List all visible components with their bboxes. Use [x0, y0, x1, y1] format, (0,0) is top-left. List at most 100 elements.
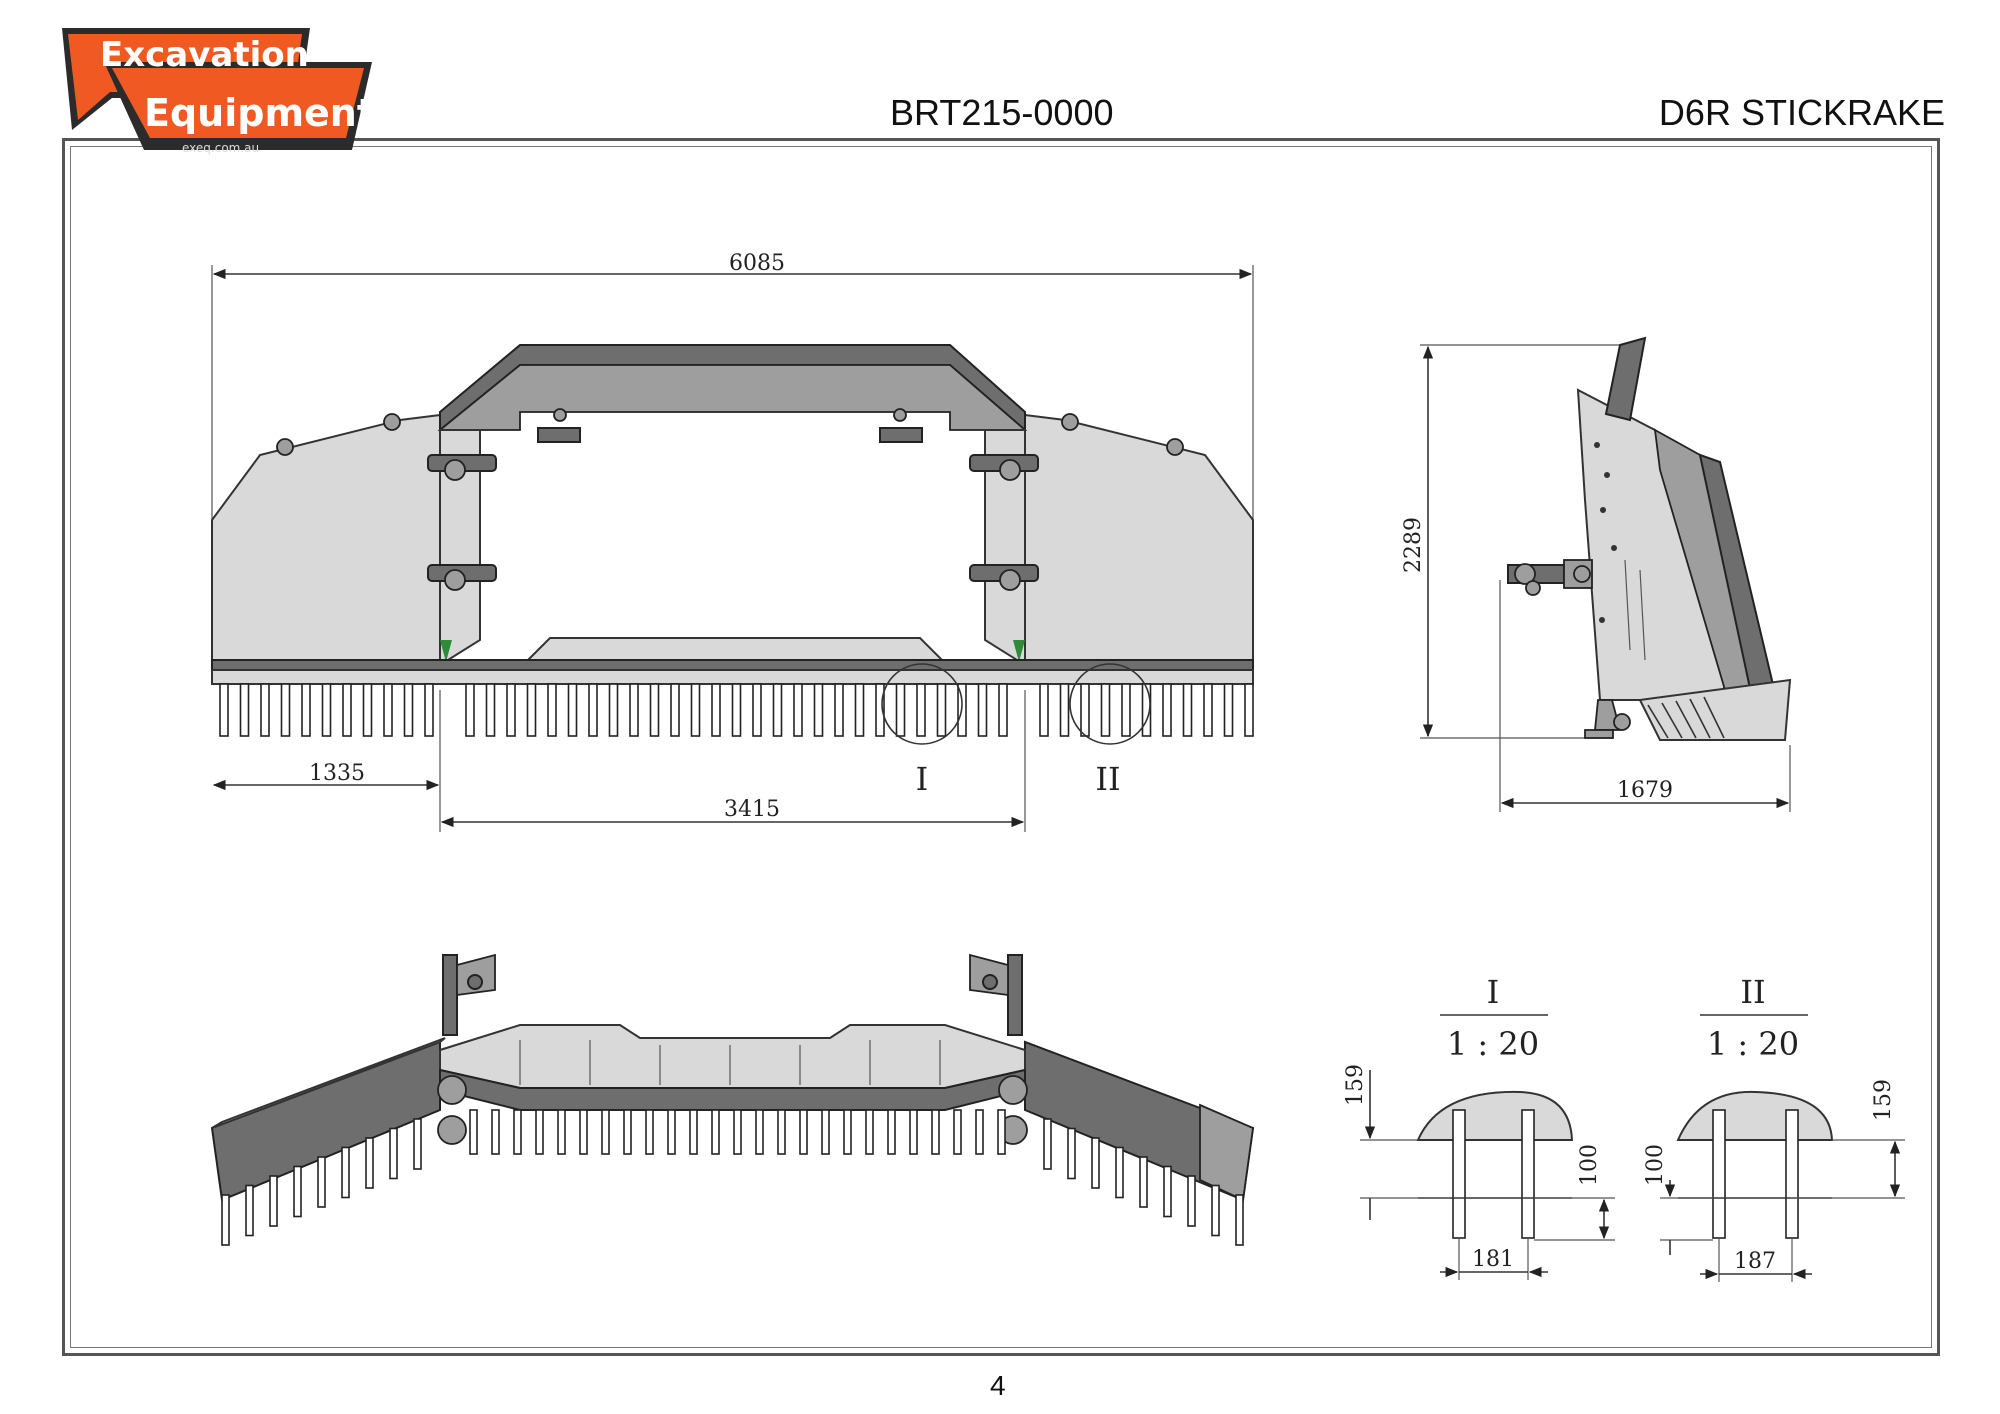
tine: [362, 683, 373, 737]
tine: [670, 683, 680, 737]
tine: [936, 683, 947, 737]
tine: [916, 683, 926, 737]
tine: [1059, 683, 1070, 737]
drawing-code: BRT215-0000: [890, 92, 1114, 133]
detail-I-label: I: [1487, 973, 1500, 1011]
tine: [1080, 683, 1090, 737]
tine: [317, 1156, 326, 1208]
tine: [953, 1109, 962, 1155]
tine: [1211, 1184, 1220, 1237]
tine: [413, 1118, 422, 1170]
tine: [799, 1109, 808, 1155]
tine: [843, 1109, 852, 1155]
tine: [875, 683, 885, 737]
tine: [1162, 683, 1172, 737]
detail-I-dim-181: 181: [1472, 1247, 1514, 1272]
tine: [1244, 683, 1254, 737]
drawing-border: [62, 138, 1940, 1356]
dim-overall-width: 6085: [729, 251, 785, 276]
tine: [1039, 683, 1049, 737]
detail-II-dim-159: 159: [1871, 1079, 1896, 1121]
detail-I: I 1 : 20 159 100 181: [1343, 973, 1615, 1280]
tine: [321, 683, 332, 737]
tine: [301, 683, 311, 737]
logo-text-2: Equipment: [144, 91, 375, 135]
tine: [219, 683, 229, 737]
tine: [579, 1109, 588, 1155]
tine: [403, 683, 414, 737]
tine: [383, 683, 393, 737]
tine: [221, 1194, 230, 1246]
tine: [269, 1175, 278, 1227]
tine: [623, 1109, 632, 1155]
tine: [526, 683, 537, 737]
callout-detail-II: II: [1095, 760, 1120, 798]
front-view-tines: [219, 683, 1254, 737]
page-number: 4: [990, 1370, 1006, 1401]
tine: [1187, 1175, 1196, 1227]
tine: [977, 683, 988, 737]
tine: [711, 1109, 720, 1155]
tine: [821, 1109, 830, 1155]
dim-center-width: 3415: [724, 797, 780, 822]
callout-detail-I: I: [916, 760, 929, 798]
tine: [1235, 1194, 1244, 1246]
tine: [1121, 683, 1131, 737]
tine: [491, 1109, 500, 1155]
dim-depth: 1679: [1617, 778, 1673, 803]
logo-url: exeq.com.au: [182, 141, 259, 155]
tine: [887, 1109, 896, 1155]
tine: [752, 683, 762, 737]
tine: [731, 683, 742, 737]
tine: [342, 683, 352, 737]
dim-wing-width: 1335: [309, 761, 365, 786]
tine: [1067, 1127, 1076, 1180]
tine: [629, 683, 639, 737]
tine: [975, 1109, 984, 1155]
tine: [588, 683, 598, 737]
tine: [689, 1109, 698, 1155]
tine: [365, 1137, 374, 1189]
tine: [513, 1109, 522, 1155]
iso-view-tines: [221, 1109, 1244, 1246]
tine: [813, 683, 824, 737]
tine: [854, 683, 865, 737]
front-view: 6085: [211, 251, 1254, 832]
tine: [649, 683, 660, 737]
tine: [1091, 1137, 1100, 1189]
tine: [909, 1109, 918, 1155]
product-name: D6R STICKRAKE: [1658, 92, 1945, 133]
tine: [793, 683, 803, 737]
tine: [547, 683, 557, 737]
tine: [772, 683, 783, 737]
tine: [1163, 1165, 1172, 1218]
tine: [1115, 1146, 1124, 1199]
tine: [1141, 683, 1152, 737]
tine: [601, 1109, 610, 1155]
tine: [1100, 683, 1111, 737]
detail-I-dim-100: 100: [1577, 1144, 1602, 1186]
tine: [608, 683, 619, 737]
tine: [239, 683, 250, 737]
tine: [469, 1109, 478, 1155]
tine: [389, 1127, 398, 1180]
logo-text-1: Excavation: [100, 35, 309, 75]
tine: [1139, 1156, 1148, 1208]
detail-I-dim-159: 159: [1343, 1064, 1368, 1106]
tine: [260, 683, 270, 737]
tine: [931, 1109, 940, 1155]
dim-height: 2289: [1401, 517, 1426, 573]
tine: [998, 683, 1008, 737]
company-logo: Excavation Equipment exeq.com.au: [62, 28, 375, 155]
tine: [834, 683, 844, 737]
tine: [895, 683, 906, 737]
tine: [293, 1165, 302, 1218]
detail-II-dim-100: 100: [1643, 1144, 1668, 1186]
detail-II-scale: 1 : 20: [1707, 1025, 1799, 1063]
tine: [645, 1109, 654, 1155]
tine: [535, 1109, 544, 1155]
tine: [1223, 683, 1234, 737]
detail-II-label: II: [1740, 973, 1765, 1011]
